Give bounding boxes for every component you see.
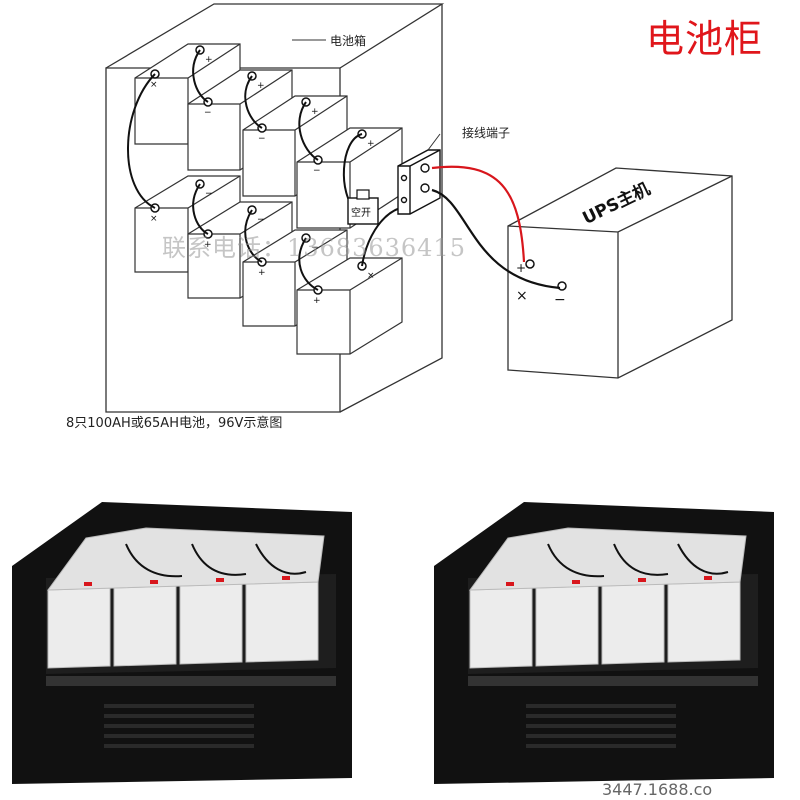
- svg-text:+: +: [257, 81, 265, 91]
- positive-cable: [431, 165, 526, 263]
- terminal-label: 接线端子: [462, 126, 511, 140]
- svg-text:×: ×: [150, 214, 158, 224]
- ups-minus-sign: −: [554, 292, 566, 308]
- terminal-leader: [427, 133, 441, 151]
- site-watermark: 3447.1688.co: [602, 780, 713, 799]
- cabinet-photo-right: [428, 498, 794, 790]
- page-title: 电池柜: [646, 17, 764, 61]
- polarity-marks: + × + − + − + − − × − + − + × +: [150, 55, 375, 306]
- cabinet-photo-left: [6, 498, 372, 790]
- svg-text:+: +: [367, 139, 375, 149]
- switch-label: 空开: [351, 206, 371, 219]
- svg-text:+: +: [313, 296, 321, 306]
- watermark-phone: 联系电话：13683636415: [162, 234, 466, 262]
- battery-cabinet-diagram: 空开 UPS主机 + × − +× +− +− +− −× −+ −+ ×+: [105, 3, 733, 413]
- svg-text:−: −: [205, 189, 213, 199]
- terminal-block: [397, 149, 441, 215]
- svg-text:−: −: [311, 243, 319, 253]
- svg-text:+: +: [258, 268, 266, 278]
- battery-bottom-4: [296, 257, 403, 355]
- svg-text:−: −: [257, 215, 265, 225]
- negative-cable: [431, 188, 561, 290]
- ups-host: [507, 167, 733, 379]
- cabinet-side: [339, 4, 443, 413]
- ups-plus-sign: +: [516, 261, 526, 275]
- diagram-caption: 8只100AH或65AH电池，96V示意图: [66, 416, 283, 431]
- svg-text:+: +: [205, 55, 213, 65]
- svg-text:+: +: [204, 240, 212, 250]
- ups-x-sign: ×: [516, 288, 528, 304]
- cabinet-top: [105, 3, 445, 69]
- switch-icon: [347, 189, 379, 225]
- svg-text:−: −: [204, 108, 212, 118]
- svg-text:×: ×: [367, 271, 375, 281]
- svg-text:−: −: [258, 134, 266, 144]
- svg-text:+: +: [311, 107, 319, 117]
- svg-text:−: −: [313, 166, 321, 176]
- box-label: 电池箱: [330, 34, 367, 48]
- svg-text:×: ×: [150, 80, 158, 90]
